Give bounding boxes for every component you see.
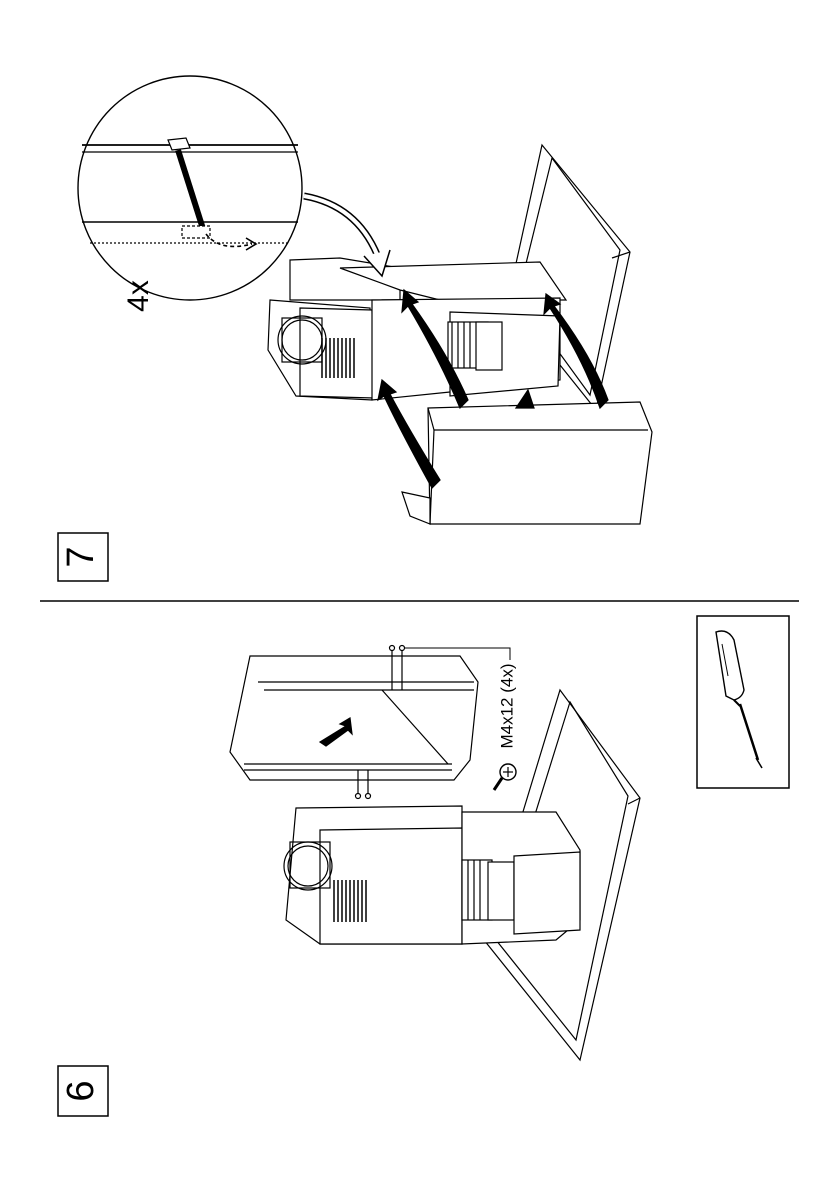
screw-label: M4x12 (4x) [497,663,516,748]
hood-body-6 [284,806,580,944]
step-7-number: 7 [60,546,102,567]
step-6-panel: 6 [58,616,789,1116]
hood-body [268,258,566,400]
callout-multiplier: 4x [122,280,155,312]
chimney-cover [402,402,652,524]
tool-box [697,616,789,788]
step-6-number: 6 [60,1080,102,1101]
screw-icon [494,764,516,790]
chimney-cover-6 [230,646,478,799]
step-7-panel: 7 [58,76,652,581]
